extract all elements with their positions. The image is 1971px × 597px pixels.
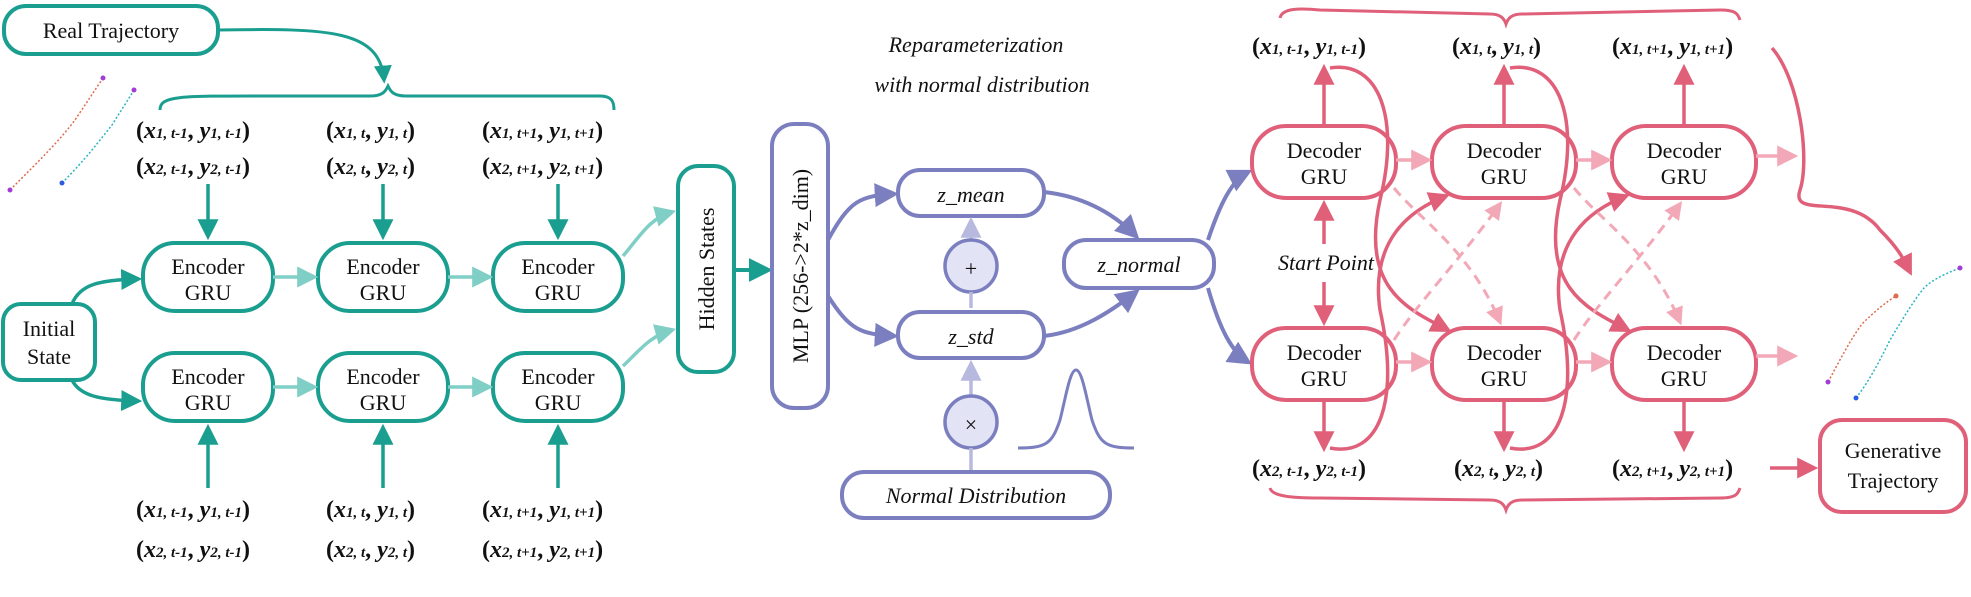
- real-trajectory-label: Real Trajectory: [43, 18, 179, 43]
- svg-text:GRU: GRU: [1301, 164, 1348, 189]
- svg-text:Trajectory: Trajectory: [1848, 468, 1939, 493]
- svg-text:GRU: GRU: [1661, 164, 1708, 189]
- encoder-top-brace: [158, 82, 616, 111]
- svg-text:z_std: z_std: [947, 324, 994, 349]
- svg-text:(x2, t+1, y2, t+1): (x2, t+1, y2, t+1): [482, 537, 603, 563]
- svg-text:(x2, t-1, y2, t-1): (x2, t-1, y2, t-1): [136, 537, 250, 563]
- decoder-output-top-col1: (x1, t-1, y1, t-1): [1252, 34, 1366, 60]
- decoder-output-bottom-col1: (x2, t-1, y2, t-1): [1252, 456, 1366, 482]
- decoder-output-bottom-col3: (x2, t+1, y2, t+1): [1612, 456, 1733, 482]
- svg-text:Decoder: Decoder: [1467, 340, 1542, 365]
- svg-text:MLP (256->2*z_dim): MLP (256->2*z_dim): [788, 169, 813, 363]
- encoder-input-top-col3: (x1, t+1, y1, t+1) (x2, t+1, y2, t+1): [482, 118, 603, 180]
- svg-text:Encoder: Encoder: [521, 364, 595, 389]
- svg-text:Decoder: Decoder: [1467, 138, 1542, 163]
- svg-text:Encoder: Encoder: [171, 254, 245, 279]
- initial-state-box: [1, 302, 97, 382]
- svg-text:GRU: GRU: [1661, 366, 1708, 391]
- decoder-bottom-brace: [1268, 487, 1742, 515]
- svg-text:Encoder: Encoder: [346, 364, 420, 389]
- svg-text:(x1, t-1, y1, t-1): (x1, t-1, y1, t-1): [136, 118, 250, 144]
- svg-text:GRU: GRU: [360, 390, 407, 415]
- encoder-input-top-col1: (x1, t-1, y1, t-1) (x2, t-1, y2, t-1): [136, 118, 250, 180]
- svg-text:Normal Distribution: Normal Distribution: [885, 483, 1066, 508]
- encoder-input-top-col2: (x1, t, y1, t) (x2, t, y2, t): [326, 118, 415, 180]
- svg-text:GRU: GRU: [535, 390, 582, 415]
- z-normal-box: [1062, 238, 1216, 290]
- mlp-box: [770, 122, 830, 410]
- svg-text:Generative: Generative: [1845, 438, 1942, 463]
- start-point-label: Start Point: [1278, 250, 1375, 275]
- svg-text:GRU: GRU: [360, 280, 407, 305]
- svg-text:(x1, t, y1, t): (x1, t, y1, t): [326, 497, 415, 523]
- svg-text:State: State: [27, 344, 71, 369]
- generative-trajectory-box: [1818, 418, 1968, 514]
- svg-text:(x2, t-1, y2, t-1): (x2, t-1, y2, t-1): [136, 154, 250, 180]
- encoder-input-bottom-col1: (x1, t-1, y1, t-1) (x2, t-1, y2, t-1): [136, 497, 250, 563]
- svg-text:Initial: Initial: [23, 316, 76, 341]
- gaussian-curve-icon: [1017, 368, 1135, 450]
- encoder-input-bottom-col3: (x1, t+1, y1, t+1) (x2, t+1, y2, t+1): [482, 497, 603, 563]
- svg-text:GRU: GRU: [185, 390, 232, 415]
- encoder-input-bottom-col2: (x1, t, y1, t) (x2, t, y2, t): [326, 497, 415, 563]
- svg-text:GRU: GRU: [1481, 366, 1528, 391]
- svg-text:GRU: GRU: [535, 280, 582, 305]
- svg-text:(x1, t, y1, t): (x1, t, y1, t): [326, 118, 415, 144]
- input-trajectory-thumbnail: [7, 75, 137, 193]
- svg-text:(x1, t-1, y1, t-1): (x1, t-1, y1, t-1): [136, 497, 250, 523]
- svg-text:+: +: [965, 256, 977, 281]
- svg-text:Decoder: Decoder: [1647, 340, 1722, 365]
- svg-text:Hidden States: Hidden States: [694, 208, 719, 331]
- svg-text:GRU: GRU: [185, 280, 232, 305]
- svg-text:(x2, t, y2, t): (x2, t, y2, t): [326, 154, 415, 180]
- svg-text:(x2, t+1, y2, t+1): (x2, t+1, y2, t+1): [482, 154, 603, 180]
- normal-distribution-box: [840, 470, 1112, 520]
- decoder-output-top-col2: (x1, t, y1, t): [1452, 34, 1541, 60]
- decoder-output-bottom-col2: (x2, t, y2, t): [1454, 456, 1543, 482]
- svg-text:z_normal: z_normal: [1096, 252, 1180, 277]
- svg-text:Decoder: Decoder: [1647, 138, 1722, 163]
- svg-text:Encoder: Encoder: [521, 254, 595, 279]
- real-trajectory-arrow: [217, 28, 392, 84]
- svg-text:(x2, t, y2, t): (x2, t, y2, t): [326, 537, 415, 563]
- svg-text:GRU: GRU: [1481, 164, 1528, 189]
- svg-text:z_mean: z_mean: [936, 182, 1004, 207]
- svg-text:×: ×: [965, 412, 977, 437]
- svg-text:with normal distribution: with normal distribution: [874, 72, 1089, 97]
- svg-text:Decoder: Decoder: [1287, 138, 1362, 163]
- reparam-title: Reparameterization: [888, 32, 1064, 57]
- svg-text:(x1, t+1, y1, t+1): (x1, t+1, y1, t+1): [482, 118, 603, 144]
- svg-text:Decoder: Decoder: [1287, 340, 1362, 365]
- svg-text:GRU: GRU: [1301, 366, 1348, 391]
- output-trajectory-thumbnail: [1825, 265, 1963, 401]
- decoder-top-brace: [1278, 7, 1742, 29]
- svg-text:Encoder: Encoder: [346, 254, 420, 279]
- decoder-output-top-col3: (x1, t+1, y1, t+1): [1612, 34, 1733, 60]
- svg-text:Encoder: Encoder: [171, 364, 245, 389]
- svg-text:(x1, t+1, y1, t+1): (x1, t+1, y1, t+1): [482, 497, 603, 523]
